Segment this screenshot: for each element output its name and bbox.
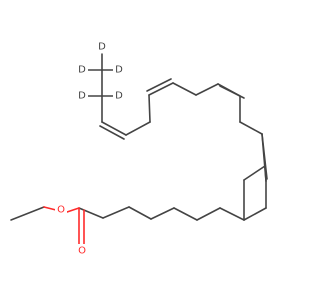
bond	[101, 121, 127, 136]
label-bg	[75, 244, 89, 258]
label-bg	[113, 89, 125, 102]
bond	[148, 82, 174, 96]
bond	[10, 206, 45, 221]
bond	[150, 207, 175, 220]
ester-oxygen-bonds	[43, 206, 85, 246]
label-bg	[55, 203, 67, 217]
bond	[148, 94, 151, 123]
deuterium-label: D	[78, 91, 86, 102]
deuterated-tail-bonds	[87, 53, 117, 123]
ester-oxygen-label: O	[57, 205, 65, 216]
bond	[196, 207, 221, 221]
bond	[99, 125, 125, 140]
bond	[102, 206, 130, 219]
deuterium-label: D	[115, 65, 123, 76]
bond	[78, 207, 104, 219]
bond	[243, 165, 266, 181]
label-bg	[76, 89, 88, 102]
bond	[66, 207, 80, 213]
deuterium-label: D	[98, 42, 106, 53]
bond	[195, 83, 219, 96]
bond	[146, 78, 172, 92]
carbonyl-oxygen-label: O	[78, 246, 86, 257]
double-bond-c8-c9	[219, 165, 267, 221]
bond	[261, 133, 268, 180]
bond	[219, 85, 245, 99]
bond	[128, 206, 152, 220]
bond	[125, 121, 151, 136]
oxygen-labels: O O	[55, 203, 89, 258]
label-bg	[76, 63, 88, 76]
label-bg	[113, 63, 125, 76]
deuterium-label: D	[115, 91, 123, 102]
bond	[172, 82, 197, 96]
bond	[239, 121, 263, 135]
bond	[43, 206, 57, 211]
deuterium-labels: D D D D D	[76, 40, 125, 102]
molecule-structure-diagram: O O D D D D D	[10, 40, 268, 258]
bond	[219, 207, 245, 221]
deuterium-label: D	[78, 65, 86, 76]
label-bg	[96, 40, 108, 53]
bond	[243, 207, 267, 221]
right-chain-bonds	[217, 83, 268, 182]
ester-chain-bonds	[10, 206, 221, 221]
bond	[173, 207, 198, 221]
upper-double-bonds	[99, 78, 219, 140]
